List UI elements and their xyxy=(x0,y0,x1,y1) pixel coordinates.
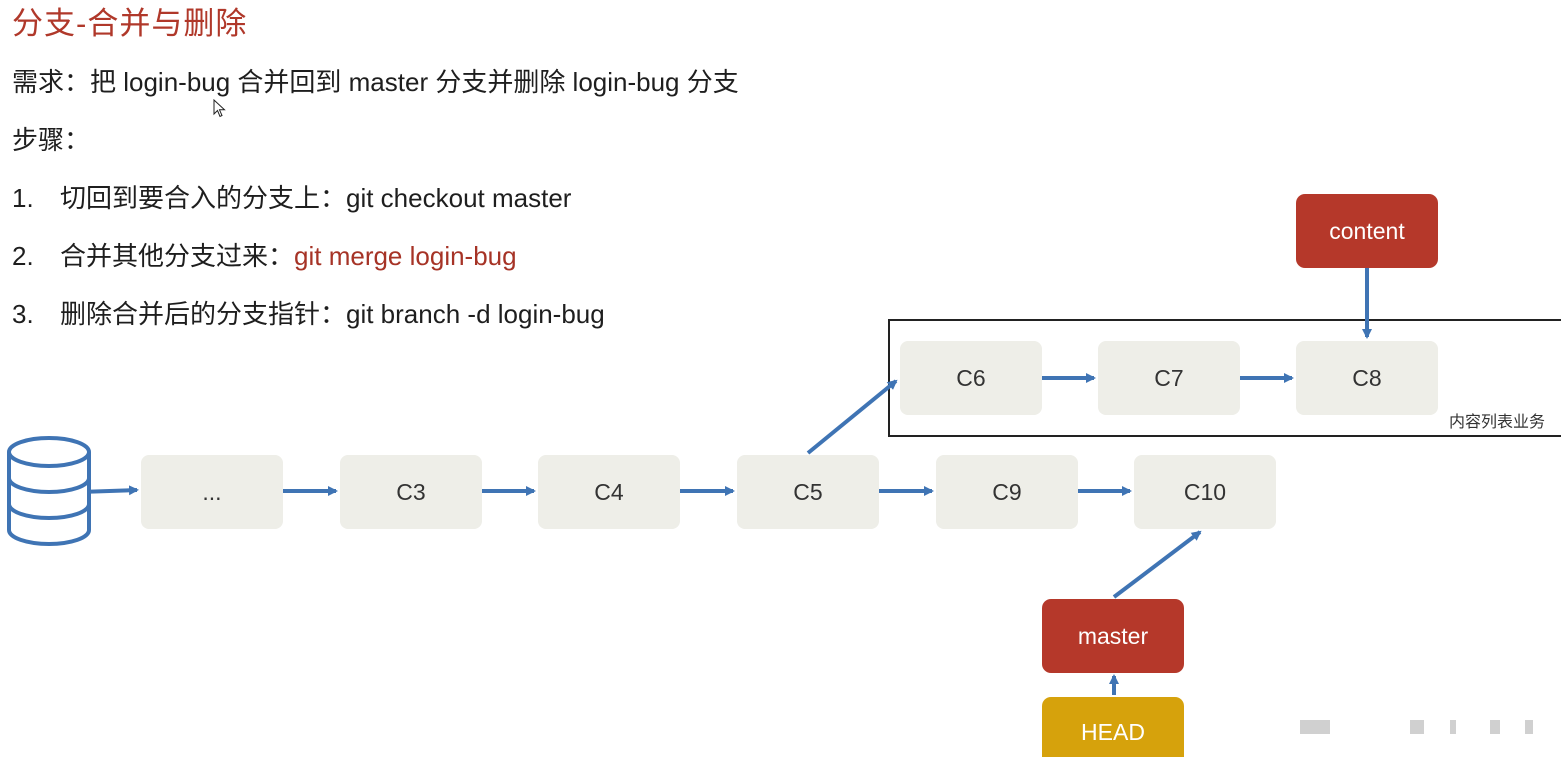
mouse-cursor-icon xyxy=(213,99,226,118)
step-3: 3. 删除合并后的分支指针：git branch -d login-bug xyxy=(12,296,605,332)
commit-node-c7: C7 xyxy=(1098,341,1240,415)
step-1-text: 切回到要合入的分支上：git checkout master xyxy=(60,183,572,213)
decor-mark xyxy=(1300,720,1330,734)
arrow-c5-to-c6 xyxy=(806,379,898,455)
step-2: 2. 合并其他分支过来：git merge login-bug xyxy=(12,238,517,274)
step-1: 1. 切回到要合入的分支上：git checkout master xyxy=(12,180,571,216)
commit-node-c9: C9 xyxy=(936,455,1078,529)
step-3-text: 删除合并后的分支指针：git branch -d login-bug xyxy=(60,299,605,329)
database-icon xyxy=(7,436,91,546)
commit-node-c5: C5 xyxy=(737,455,879,529)
commit-node-c8: C8 xyxy=(1296,341,1438,415)
arrow-master-to-c10 xyxy=(1112,530,1202,599)
step-2-number: 2. xyxy=(12,241,34,271)
branch-box-label: 内容列表业务 xyxy=(1449,414,1546,431)
steps-label: 步骤： xyxy=(12,125,91,155)
decor-mark xyxy=(1410,720,1424,734)
content-pointer: content xyxy=(1296,194,1438,268)
page-title: 分支-合并与删除 xyxy=(12,6,248,41)
decor-mark xyxy=(1450,720,1456,734)
step-3-number: 3. xyxy=(12,299,34,329)
commit-node-c4: C4 xyxy=(538,455,680,529)
decor-mark xyxy=(1490,720,1500,734)
decor-mark xyxy=(1525,720,1533,734)
step-2-command: git merge login-bug xyxy=(294,241,517,271)
commit-node-ellipsis: ... xyxy=(141,455,283,529)
step-1-number: 1. xyxy=(12,183,34,213)
step-2-text: 合并其他分支过来： xyxy=(60,241,295,271)
master-pointer: master xyxy=(1042,599,1184,673)
requirement-text: 需求：把 login-bug 合并回到 master 分支并删除 login-b… xyxy=(12,67,739,97)
diagram-arrows xyxy=(7,268,1372,695)
branch-box xyxy=(888,319,1561,437)
commit-node-c10: C10 xyxy=(1134,455,1276,529)
commit-node-c6: C6 xyxy=(900,341,1042,415)
commit-node-c3: C3 xyxy=(340,455,482,529)
